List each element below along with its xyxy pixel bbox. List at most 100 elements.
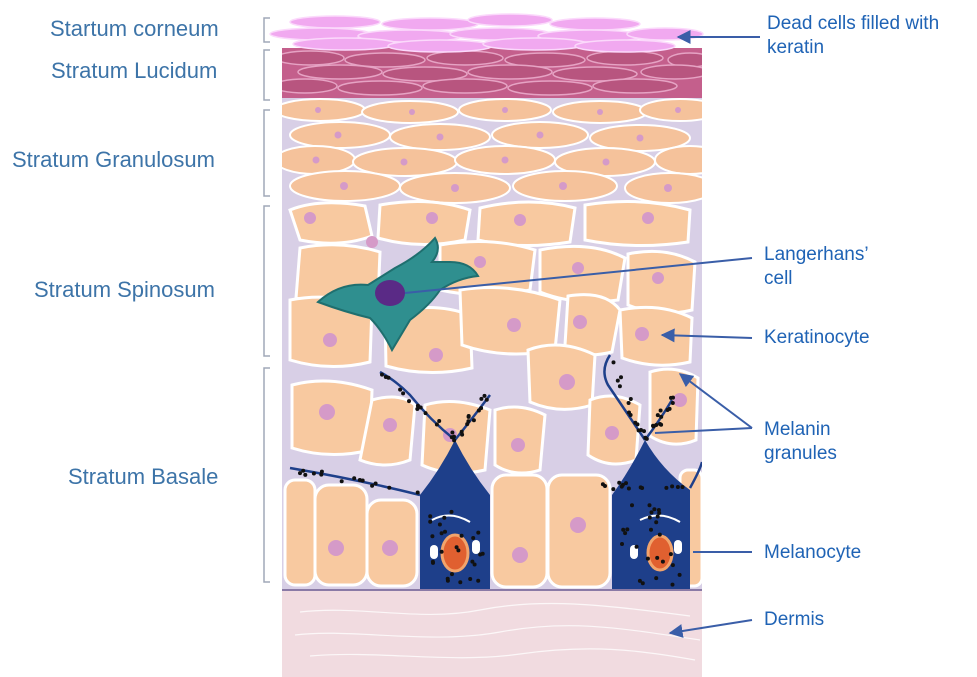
melanin-granule — [428, 514, 432, 518]
melanin-granule — [476, 531, 480, 535]
callout-dermis-line1: Dermis — [764, 608, 824, 632]
melanin-granule — [460, 433, 464, 437]
melanin-granule — [468, 577, 472, 581]
melanin-granule — [635, 545, 639, 549]
melanin-granule — [415, 407, 419, 411]
melanin-granule — [640, 486, 644, 490]
melanin-granule — [661, 560, 665, 564]
corneum-layer — [270, 14, 703, 52]
melanin-granule — [670, 484, 674, 488]
callout-dermis: Dermis — [764, 608, 824, 632]
melanin-granule — [473, 563, 477, 567]
callout-keratinocyte: Keratinocyte — [764, 326, 870, 350]
melanin-granule — [435, 423, 439, 427]
melanin-granule — [312, 472, 316, 476]
label-stratum-granulosum: Stratum Granulosum — [12, 147, 215, 173]
callout-dead-cells-line1: Dead cells filled with — [767, 12, 939, 36]
melanin-granule — [652, 507, 656, 511]
callout-melanin-line1: Melanin — [764, 418, 837, 442]
label-stratum-lucidum: Stratum Lucidum — [51, 58, 217, 84]
callout-dead-cells: Dead cells filled with keratin — [767, 12, 939, 60]
melanin-granule — [466, 419, 470, 423]
melanin-granule — [320, 470, 324, 474]
melanin-granule — [416, 491, 420, 495]
melanin-granule — [298, 471, 302, 475]
melanin-granule — [407, 399, 411, 403]
melanin-granule — [387, 486, 391, 490]
melanin-granule — [479, 397, 483, 401]
melanin-granule — [654, 520, 658, 524]
langerhans-nucleus — [375, 280, 405, 306]
melanin-granule — [401, 391, 405, 395]
melanin-granule — [676, 485, 680, 489]
melanin-granule — [450, 572, 454, 576]
bracket-corneum — [264, 18, 270, 42]
melanin-granule — [450, 431, 454, 435]
melanin-granule — [358, 478, 362, 482]
bracket-lucidum — [264, 50, 270, 100]
melanin-granule — [398, 388, 402, 392]
melanin-granule — [481, 552, 485, 556]
melanin-granule — [620, 542, 624, 546]
melanin-granule — [650, 510, 654, 514]
melanin-granule — [455, 545, 459, 549]
callout-dead-cells-line2: keratin — [767, 36, 939, 60]
melanin-granule — [656, 413, 660, 417]
melanin-granule — [458, 580, 462, 584]
melanin-granule — [658, 533, 662, 537]
melanin-granule — [472, 418, 476, 422]
melanin-granule — [627, 487, 631, 491]
melanin-granule — [471, 536, 475, 540]
label-stratum-basale: Stratum Basale — [68, 464, 218, 490]
melanin-granule — [681, 485, 685, 489]
melanin-granule — [669, 396, 673, 400]
label-stratum-spinosum: Stratum Spinosum — [34, 277, 215, 303]
melanin-granule — [450, 510, 454, 514]
melanin-granule — [648, 503, 652, 507]
melanin-granule — [619, 375, 623, 379]
melanin-granule — [374, 482, 378, 486]
melanin-granule — [384, 375, 388, 379]
melanin-granule — [620, 485, 624, 489]
layer-brackets — [264, 18, 270, 582]
melanin-granule — [483, 394, 487, 398]
melanin-granule — [438, 523, 442, 527]
melanin-granule — [629, 397, 633, 401]
melanin-granule — [440, 550, 444, 554]
bracket-spinosum — [264, 206, 270, 356]
melanin-granule — [646, 557, 650, 561]
melanin-granule — [616, 379, 620, 383]
callout-melanin: Melanin granules — [764, 418, 837, 466]
callout-melanocyte-line1: Melanocyte — [764, 541, 861, 565]
melanin-granule — [612, 360, 616, 364]
melanin-granule — [621, 528, 625, 532]
callout-langerhans: Langerhans’ cell — [764, 243, 869, 291]
callout-langerhans-line2: cell — [764, 267, 869, 291]
bracket-granulosum — [264, 110, 270, 196]
melanin-granule — [424, 411, 428, 415]
melanin-granule — [654, 576, 658, 580]
melanin-granule — [443, 530, 447, 534]
melanin-granule — [380, 373, 384, 377]
callout-melanocyte: Melanocyte — [764, 541, 861, 565]
callout-melanin-line2: granules — [764, 442, 837, 466]
melanin-granule — [648, 516, 652, 520]
melanin-granule — [460, 534, 464, 538]
melanin-granule — [643, 436, 647, 440]
melanin-granule — [649, 528, 653, 532]
melanin-granule — [430, 534, 434, 538]
melanin-granule — [671, 563, 675, 567]
lucidum-cells — [273, 51, 712, 95]
callout-keratinocyte-line1: Keratinocyte — [764, 326, 870, 350]
melanin-granule — [659, 415, 663, 419]
melanin-granule — [431, 560, 435, 564]
melanin-granule — [485, 398, 489, 402]
melanin-granule — [671, 401, 675, 405]
melanin-granule — [617, 481, 621, 485]
melanin-granule — [638, 579, 642, 583]
melanin-granule — [636, 422, 640, 426]
melanin-granule — [452, 435, 456, 439]
melanin-granule — [611, 487, 615, 491]
label-stratum-corneum: Startum corneum — [50, 16, 219, 42]
